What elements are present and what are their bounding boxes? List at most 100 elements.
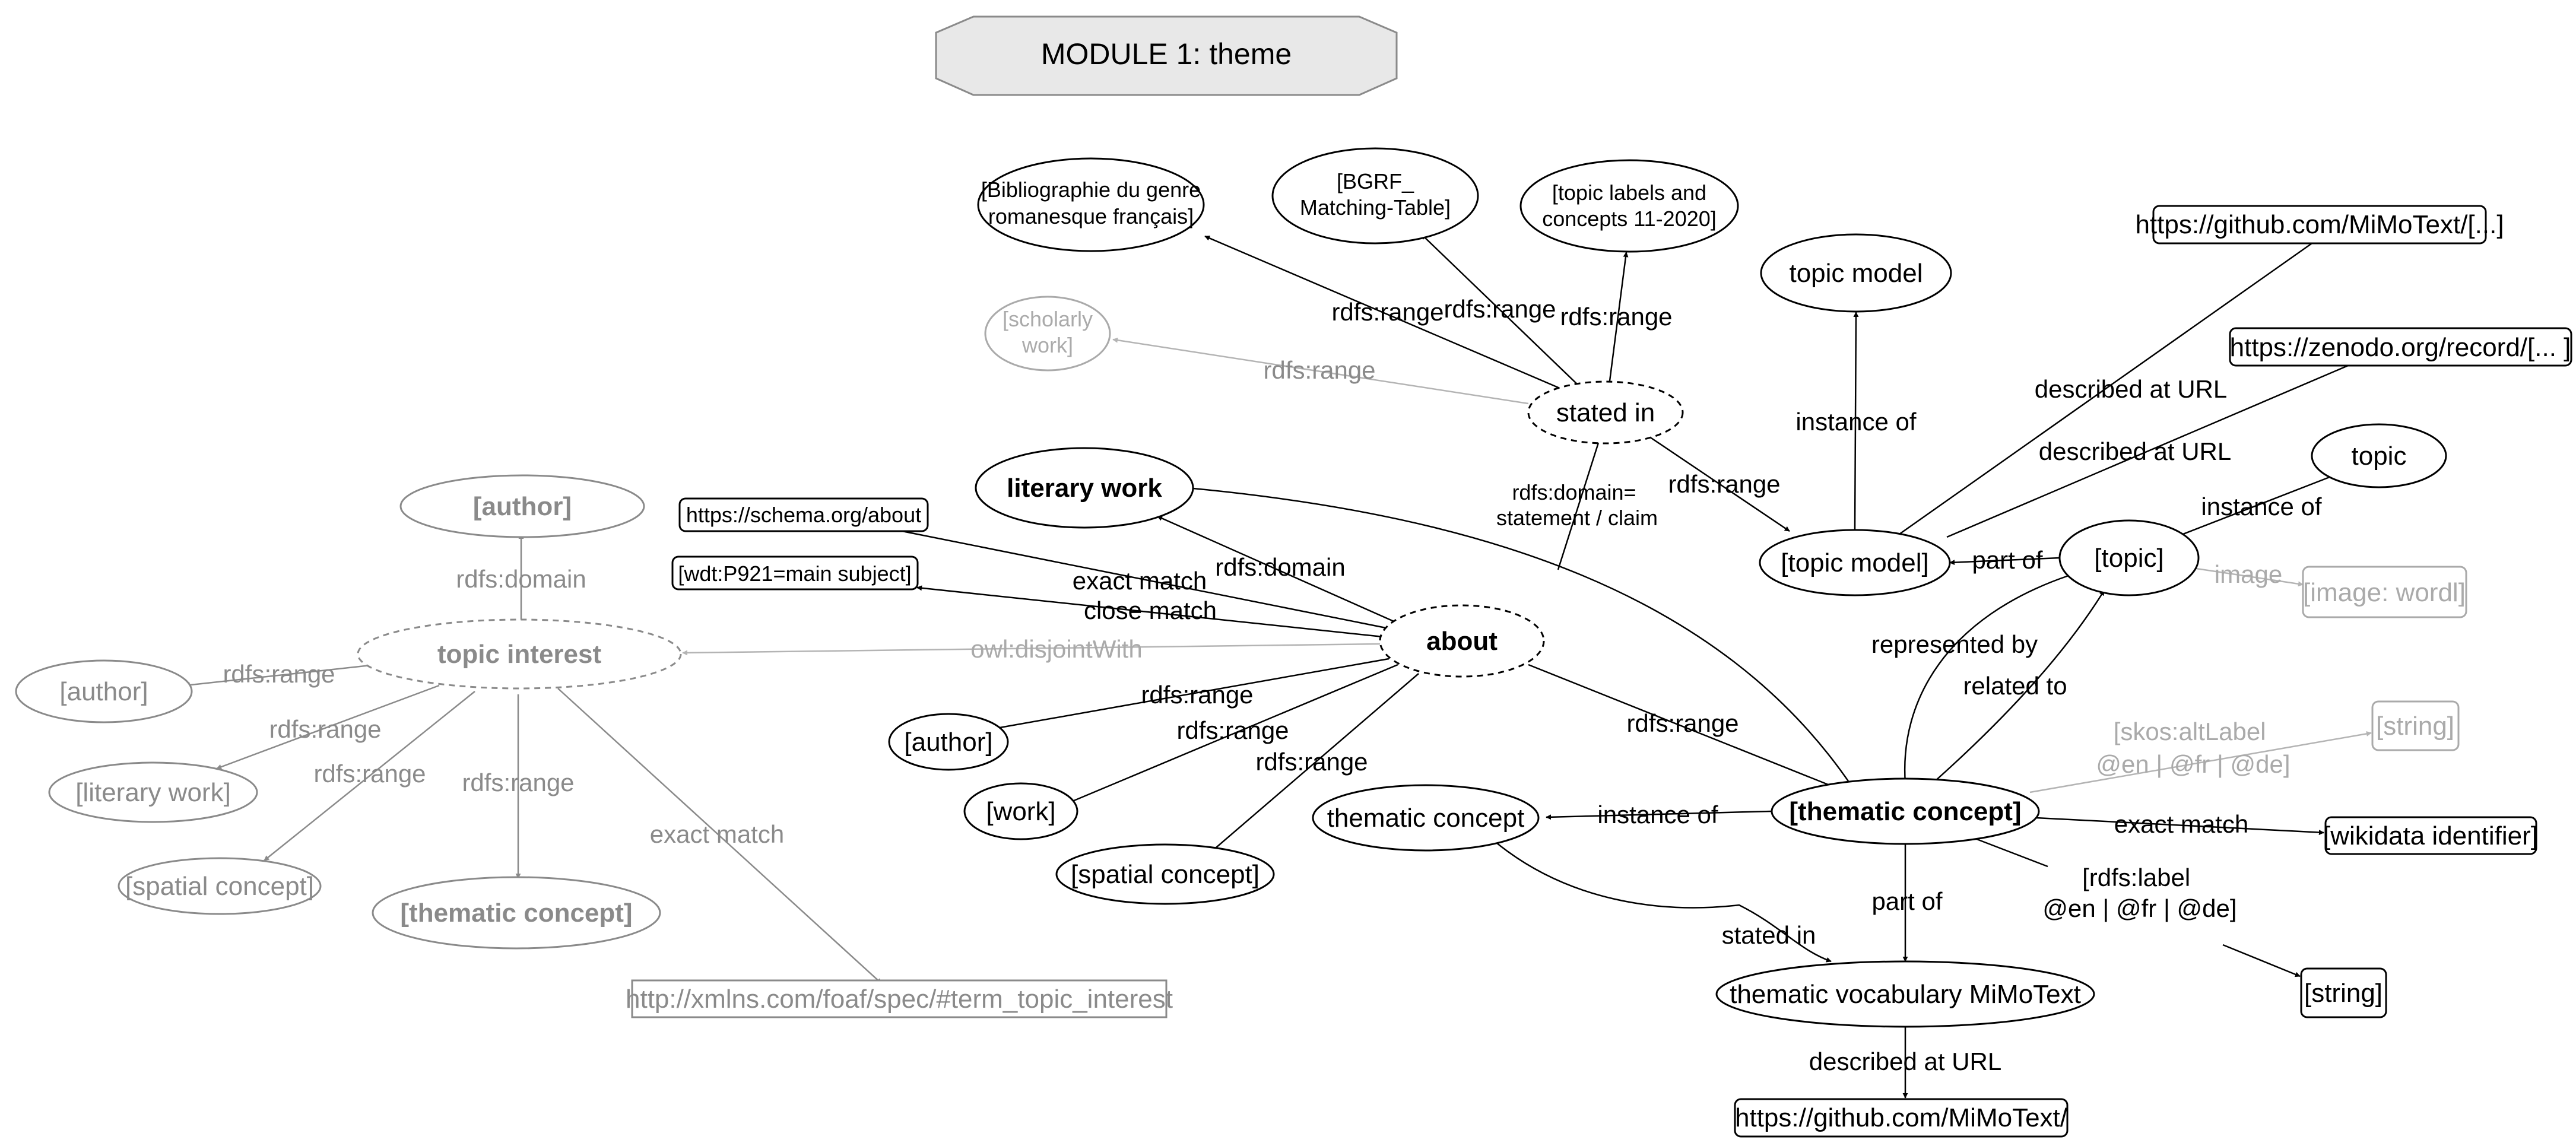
svg-text:[image: wordl]: [image: wordl]	[2303, 578, 2466, 607]
node-thematic-vocab: thematic vocabulary MiMoText	[1715, 960, 2095, 1028]
label-skos-altlabel: [skos:altLabel @en | @fr | @de]	[2096, 718, 2290, 778]
label-exact-match-wikidata: exact match	[2114, 810, 2248, 838]
node-stated-in: stated in	[1527, 380, 1684, 445]
edge-thematic-class-stated-in	[1492, 839, 1832, 963]
svg-text:[author]: [author]	[904, 728, 992, 757]
node-wdt-p921: [wdt:P921=main subject]	[671, 555, 919, 591]
label-rdfs-range-thematic: rdfs:range	[1626, 709, 1739, 737]
node-image-wordl: [image: wordl]	[2302, 566, 2467, 618]
label-part-of-topic: part of	[1972, 546, 2042, 574]
edge-about-thematic	[1528, 664, 1841, 791]
svg-text:https://schema.org/about: https://schema.org/about	[686, 503, 921, 527]
svg-text:[spatial concept]: [spatial concept]	[125, 872, 314, 901]
label-related-to: related to	[1963, 672, 2067, 700]
node-zenodo-url: https://zenodo.org/record/[... ]	[2229, 327, 2572, 367]
node-author-left: [author]	[15, 659, 193, 723]
edge-about-author	[976, 658, 1389, 734]
label-exact-match-foaf: exact match	[650, 820, 784, 848]
node-work-inst: [work]	[963, 782, 1078, 840]
svg-text:topic interest: topic interest	[437, 640, 602, 669]
svg-text:https://zenodo.org/record/[...: https://zenodo.org/record/[... ]	[2230, 333, 2571, 362]
label-described-vocab: described at URL	[1809, 1047, 2002, 1075]
label-instance-of-thematic: instance of	[1597, 801, 1718, 828]
edges	[185, 234, 2372, 1099]
node-literary-work-inst: [literary work]	[48, 761, 258, 823]
svg-text:[wdt:P921=main subject]: [wdt:P921=main subject]	[678, 561, 911, 586]
svg-text:[author]: [author]	[473, 492, 572, 521]
svg-text:[work]: [work]	[986, 797, 1055, 826]
label-described-github: described at URL	[2035, 375, 2228, 403]
svg-text:[spatial concept]: [spatial concept]	[1071, 860, 1260, 889]
edge-about-literary-work	[1157, 515, 1398, 624]
svg-text:http://xmlns.com/foaf/spec/#te: http://xmlns.com/foaf/spec/#term_topic_i…	[626, 985, 1173, 1014]
svg-text:topic: topic	[2352, 442, 2407, 471]
svg-text:topic model: topic model	[1789, 259, 1923, 288]
label-instance-of-topic: instance of	[2201, 493, 2321, 520]
edge-about-wdt	[916, 585, 1384, 638]
edge-topic-model-instance	[1853, 312, 1859, 532]
edge-topic-interest-literary	[216, 684, 440, 770]
edge-stated-in-bgrf-table	[1421, 234, 1579, 386]
module-title: MODULE 1: theme	[935, 15, 1398, 96]
edge-topic-model-zenodo	[1946, 361, 2357, 538]
label-rdfs-range-author: rdfs:range	[1141, 681, 1253, 709]
node-github-url: https://github.com/MiMoText/[...]	[2135, 205, 2504, 245]
edge-thematic-related-to-topic	[1928, 590, 2105, 787]
node-string-label: [string]	[2300, 967, 2387, 1018]
svg-text:[thematic concept]: [thematic concept]	[1789, 797, 2021, 826]
edge-literary-work-thematic	[1192, 487, 1853, 787]
node-github-url2: https://github.com/MiMoText/	[1734, 1098, 2069, 1138]
svg-text:https://github.com/MiMoText/[.: https://github.com/MiMoText/[...]	[2135, 210, 2504, 239]
edge-about-schema	[887, 526, 1387, 629]
label-described-zenodo: described at URL	[2039, 437, 2232, 465]
label-instance-of-topic-model: instance of	[1795, 408, 1916, 436]
svg-text:[string]: [string]	[2304, 979, 2383, 1008]
node-topic-model-inst: [topic model]	[1759, 529, 1951, 596]
edge-stated-in-bgrf	[1204, 235, 1562, 390]
label-close-match-wdt: close match	[1084, 596, 1217, 624]
svg-text:literary work: literary work	[1007, 474, 1162, 503]
svg-text:[thematic concept]: [thematic concept]	[400, 899, 632, 928]
node-topic-inst: [topic]	[2058, 519, 2200, 596]
node-about: about	[1379, 604, 1545, 678]
node-spatial-concept-gray: [spatial concept]	[118, 857, 322, 915]
node-thematic-concept-inst: [thematic concept]	[1771, 777, 2040, 845]
edge-topic-instance-topic	[2175, 474, 2336, 538]
svg-text:[string]: [string]	[2376, 712, 2454, 741]
label-image: image	[2215, 560, 2282, 588]
node-schema-about: https://schema.org/about	[678, 497, 929, 532]
node-topic-model-class: topic model	[1760, 233, 1952, 313]
svg-text:[topic model]: [topic model]	[1781, 548, 1928, 577]
edge-about-spatial	[1207, 673, 1419, 855]
edge-thematic-rdfs-label	[2222, 944, 2301, 977]
label-rdfs-domain-author-top: rdfs:domain	[456, 565, 586, 593]
label-rdfs-range-scholarly: rdfs:range	[1263, 356, 1375, 384]
label-rdfs-range-topic-labels: rdfs:range	[1560, 303, 1672, 331]
label-owl-disjoint: owl:disjointWith	[970, 635, 1142, 663]
edge-topic-image	[2196, 567, 2304, 587]
edge-about-topic-interest	[682, 643, 1381, 656]
svg-text:[author]: [author]	[59, 677, 148, 706]
edge-about-work	[1065, 664, 1398, 805]
label-rdfs-range-topic-model: rdfs:range	[1668, 470, 1780, 498]
edge-stated-in-scholarly	[1112, 337, 1529, 405]
edge-thematic-rdfs-label-start	[1970, 836, 2048, 868]
label-represented-by: represented by	[1871, 630, 2038, 658]
svg-text:thematic concept: thematic concept	[1327, 804, 1525, 833]
edge-thematic-represented-by-topic	[1902, 574, 2069, 784]
label-rdfs-range-bgrf-table: rdfs:range	[1444, 295, 1556, 323]
node-author-top: [author]	[399, 474, 645, 538]
edge-topic-interest-foaf	[557, 688, 882, 984]
node-thematic-concept-gray: [thematic concept]	[372, 876, 661, 950]
svg-text:[literary work]: [literary work]	[75, 778, 231, 807]
node-topic-interest: topic interest	[357, 618, 682, 690]
label-rdfs-range-thematic-gray: rdfs:range	[462, 769, 574, 796]
label-rdfs-range-literary: rdfs:range	[269, 715, 381, 743]
label-rdfs-range-bgrf: rdfs:range	[1331, 298, 1444, 326]
svg-text:thematic vocabulary MiMoText: thematic vocabulary MiMoText	[1730, 980, 2081, 1009]
label-exact-match-schema: exact match	[1073, 567, 1207, 595]
node-spatial-concept-inst: [spatial concept]	[1055, 843, 1275, 905]
svg-text:about: about	[1426, 627, 1498, 656]
